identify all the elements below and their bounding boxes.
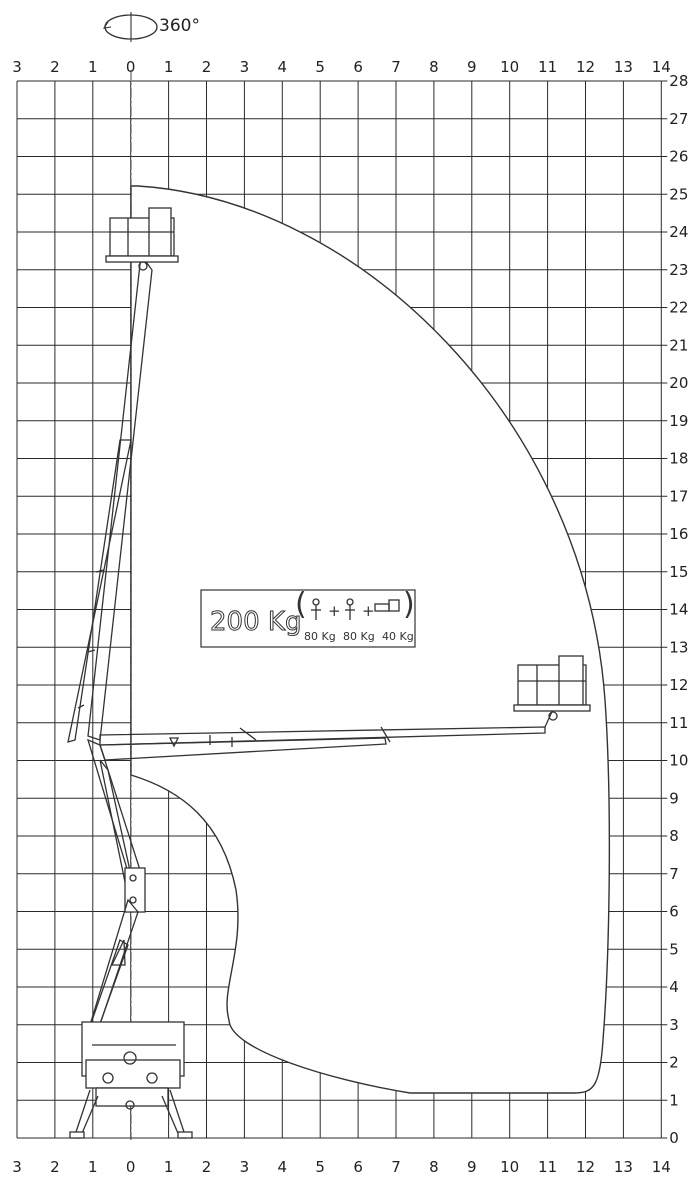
person-icon	[345, 598, 355, 620]
tools-icon	[374, 599, 400, 612]
y-tick-label: 2	[669, 1054, 679, 1072]
x-tick-label-top: 12	[576, 58, 595, 76]
x-tick-label-top: 0	[126, 58, 136, 76]
y-tick-label: 0	[669, 1129, 679, 1147]
x-tick-label-bottom: 13	[614, 1158, 633, 1176]
svg-text:(: (	[295, 587, 307, 622]
x-tick-label-bottom: 1	[164, 1158, 174, 1176]
x-tick-label-bottom: 1	[88, 1158, 98, 1176]
x-tick-label-bottom: 3	[12, 1158, 22, 1176]
x-tick-label-bottom: 12	[576, 1158, 595, 1176]
chassis	[69, 1021, 193, 1139]
x-tick-label-bottom: 9	[467, 1158, 477, 1176]
y-tick-label: 9	[669, 789, 679, 807]
y-tick-label: 13	[669, 638, 688, 656]
x-tick-label-top: 2	[202, 58, 212, 76]
x-tick-label-bottom: 4	[278, 1158, 288, 1176]
y-tick-label: 4	[669, 978, 679, 996]
y-tick-label: 20	[669, 374, 688, 392]
x-tick-label-bottom: 10	[500, 1158, 519, 1176]
y-tick-label: 24	[669, 223, 688, 241]
y-tick-label: 25	[669, 185, 688, 203]
y-tick-label: 28	[669, 72, 688, 90]
x-tick-label-bottom: 0	[126, 1158, 136, 1176]
y-tick-label: 27	[669, 110, 688, 128]
x-tick-label-top: 3	[12, 58, 22, 76]
y-tick-label: 11	[669, 714, 688, 732]
y-tick-label: 12	[669, 676, 688, 694]
plus-sign: +	[362, 602, 375, 620]
x-tick-label-top: 7	[391, 58, 401, 76]
x-tick-label-top: 4	[278, 58, 288, 76]
x-tick-label-bottom: 2	[202, 1158, 212, 1176]
y-tick-label: 23	[669, 261, 688, 279]
y-tick-label: 6	[669, 903, 679, 921]
y-tick-label: 15	[669, 563, 688, 581]
rotation-indicator: 360°	[102, 12, 200, 42]
y-tick-label: 26	[669, 148, 688, 166]
y-tick-label: 21	[669, 336, 688, 354]
rotation-label: 360°	[159, 16, 200, 36]
y-tick-label: 18	[669, 450, 688, 468]
person-icon	[311, 598, 321, 620]
load-person-1: 80 Kg	[304, 630, 336, 643]
y-tick-label: 3	[669, 1016, 679, 1034]
load-capacity: 200 Kg	[210, 607, 301, 637]
y-tick-label: 7	[669, 865, 679, 883]
x-tick-label-top: 8	[429, 58, 439, 76]
x-tick-label-top: 5	[315, 58, 325, 76]
load-person-2: 80 Kg	[343, 630, 375, 643]
x-tick-label-top: 1	[88, 58, 98, 76]
x-tick-label-top: 14	[652, 58, 671, 76]
load-equipment: 40 Kg	[382, 630, 414, 643]
load-rating: 200 Kg ( ) + + 80 Kg 80 Kg 40 Kg	[200, 587, 416, 648]
x-tick-label-top: 6	[353, 58, 363, 76]
plus-sign: +	[328, 602, 341, 620]
x-tick-label-top: 11	[538, 58, 557, 76]
y-tick-label: 22	[669, 299, 688, 317]
x-tick-label-top: 10	[500, 58, 519, 76]
y-tick-label: 17	[669, 487, 688, 505]
x-tick-label-top: 9	[467, 58, 477, 76]
x-tick-label-bottom: 14	[652, 1158, 671, 1176]
y-tick-label: 14	[669, 601, 688, 619]
x-tick-label-bottom: 8	[429, 1158, 439, 1176]
x-tick-label-bottom: 11	[538, 1158, 557, 1176]
x-tick-label-top: 3	[240, 58, 250, 76]
platform-top	[105, 207, 179, 271]
x-tick-label-bottom: 7	[391, 1158, 401, 1176]
x-tick-label-top: 2	[50, 58, 60, 76]
y-tick-label: 19	[669, 412, 688, 430]
y-tick-label: 10	[669, 752, 688, 770]
y-tick-label: 1	[669, 1091, 679, 1109]
x-tick-label-bottom: 6	[353, 1158, 363, 1176]
x-tick-label-top: 1	[164, 58, 174, 76]
x-tick-label-top: 13	[614, 58, 633, 76]
y-tick-label: 16	[669, 525, 688, 543]
y-axis-right: 0123456789101112131415161718192021222324…	[661, 72, 688, 1147]
y-tick-label: 5	[669, 940, 679, 958]
x-tick-label-bottom: 2	[50, 1158, 60, 1176]
x-tick-label-bottom: 3	[240, 1158, 250, 1176]
svg-text:): )	[403, 587, 415, 622]
lower-arm	[86, 738, 146, 1036]
x-tick-label-bottom: 5	[315, 1158, 325, 1176]
y-tick-label: 8	[669, 827, 679, 845]
platform-side	[513, 655, 591, 721]
